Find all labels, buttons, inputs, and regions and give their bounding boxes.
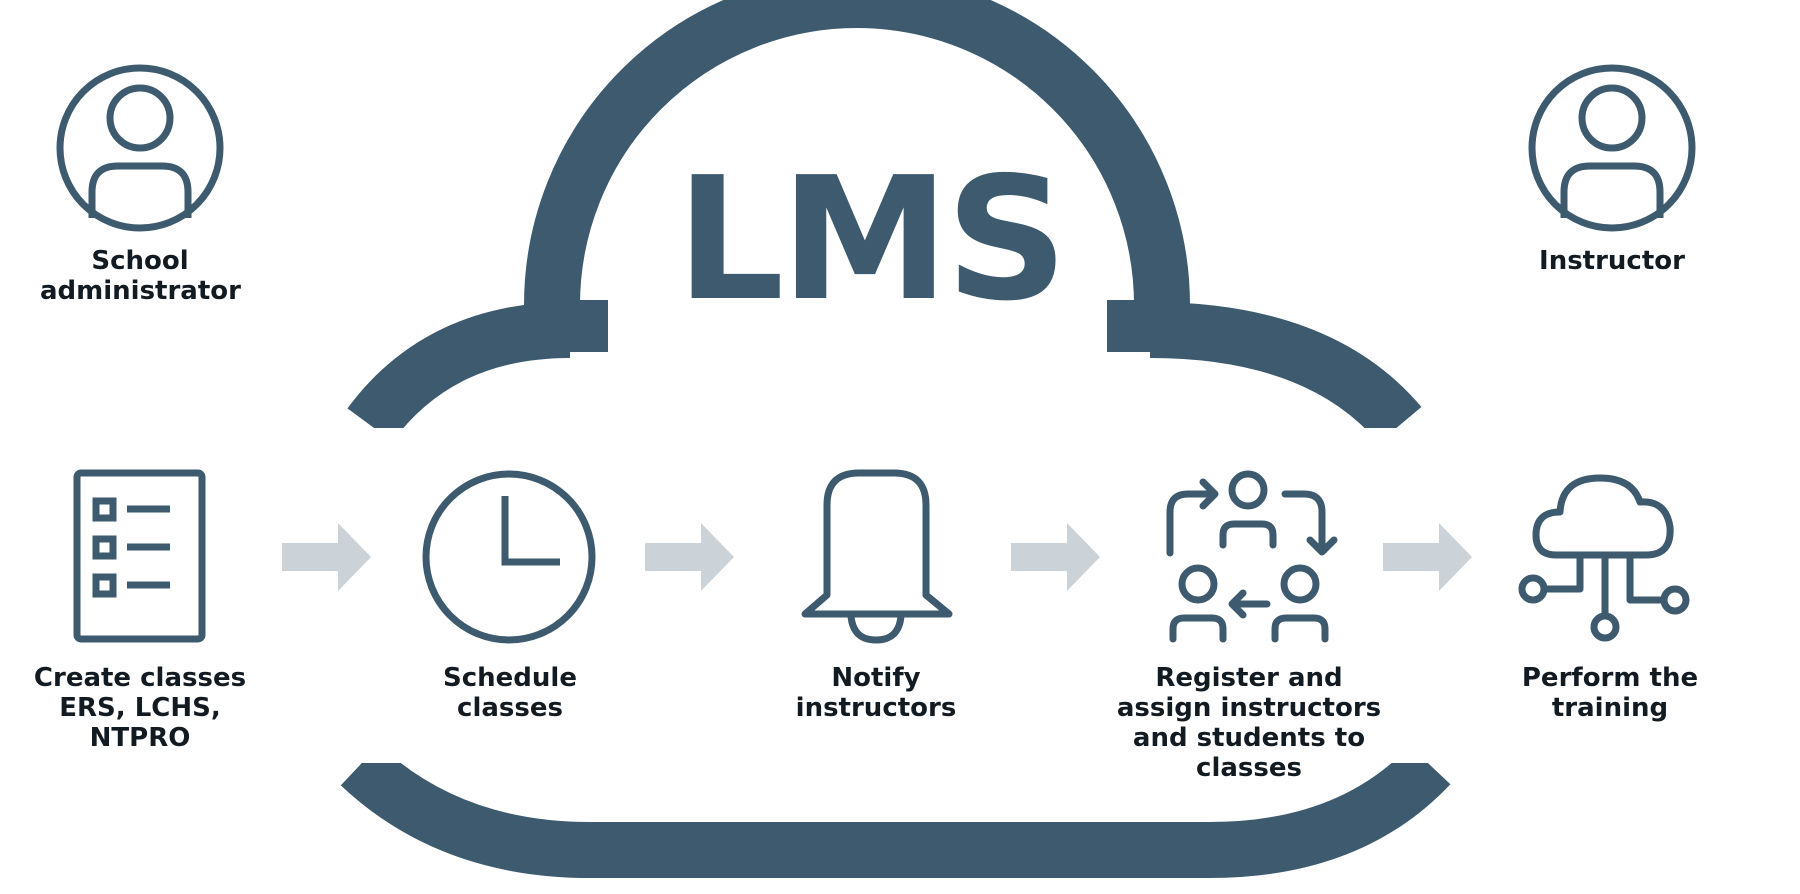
network-branch-right <box>1626 551 1667 604</box>
checkbox-1 <box>92 497 117 522</box>
step-label-notify-instructors: Notify instructors <box>795 663 957 723</box>
step-label-perform-training: Perform the training <box>1521 663 1699 723</box>
avatar-ring <box>1528 64 1696 232</box>
actor-label-instructor: Instructor <box>1539 246 1685 276</box>
step-label-register-assign: Register and assign instructors and stud… <box>1116 663 1382 783</box>
avatar-head <box>1578 84 1646 152</box>
cloud-joint-left <box>552 300 608 352</box>
avatar-head <box>106 84 174 152</box>
checkbox-3 <box>92 573 117 598</box>
cloud-joint-right <box>1107 300 1163 352</box>
arrow-head-right <box>1306 536 1338 556</box>
avatar-body <box>1560 162 1664 218</box>
user-avatar-icon <box>56 64 224 232</box>
arrow-head-straight <box>1228 589 1247 619</box>
cloud-joints <box>552 300 1163 352</box>
person-right-head <box>1280 564 1320 604</box>
actor-label-school-administrator: School administrator <box>40 246 241 306</box>
flow-arrow-2 <box>645 523 734 591</box>
document-outline <box>73 469 206 643</box>
cloud-left-lobe <box>347 302 571 443</box>
person-top-body <box>1219 520 1277 549</box>
lms-cloud <box>340 0 1451 878</box>
clock-hands <box>501 496 560 566</box>
network-node-right <box>1660 585 1690 615</box>
people-assignment-icon <box>1166 470 1338 643</box>
clock-face <box>422 470 596 644</box>
network-branch-left <box>1541 551 1584 593</box>
cloud-dome <box>524 0 1190 306</box>
arrow-curve-right <box>1281 490 1326 554</box>
cloud-network-icon <box>1518 474 1690 642</box>
network-cloud <box>1532 474 1674 559</box>
person-left-body <box>1169 614 1227 643</box>
arrow-curve-left <box>1166 490 1216 557</box>
network-node-left <box>1518 574 1548 604</box>
checkbox-2 <box>92 535 117 560</box>
user-avatar-icon <box>1528 64 1696 232</box>
bell-clapper <box>847 615 905 644</box>
network-node-bottom <box>1590 612 1620 642</box>
flow-arrow-4 <box>1383 523 1472 591</box>
cloud-cut-band <box>300 428 1500 763</box>
person-right-body <box>1271 614 1329 643</box>
flow-arrow-1 <box>282 523 371 591</box>
step-label-schedule-classes: Schedule classes <box>443 663 577 723</box>
flow-arrow-3 <box>1011 523 1100 591</box>
step-label-create-classes: Create classes ERS, LCHS, NTPRO <box>33 663 247 753</box>
person-left-head <box>1178 564 1218 604</box>
arrow-head-left <box>1199 478 1219 510</box>
cloud-right-lobe <box>1149 302 1422 444</box>
lms-title: LMS <box>676 141 1068 339</box>
cloud-bottom <box>340 744 1451 878</box>
avatar-ring <box>56 64 224 232</box>
avatar-body <box>88 162 192 218</box>
bell-body <box>801 469 953 618</box>
bell-icon <box>801 469 953 644</box>
clock-icon <box>422 470 596 644</box>
checklist-document-icon <box>73 469 206 643</box>
person-top-head <box>1228 470 1268 510</box>
